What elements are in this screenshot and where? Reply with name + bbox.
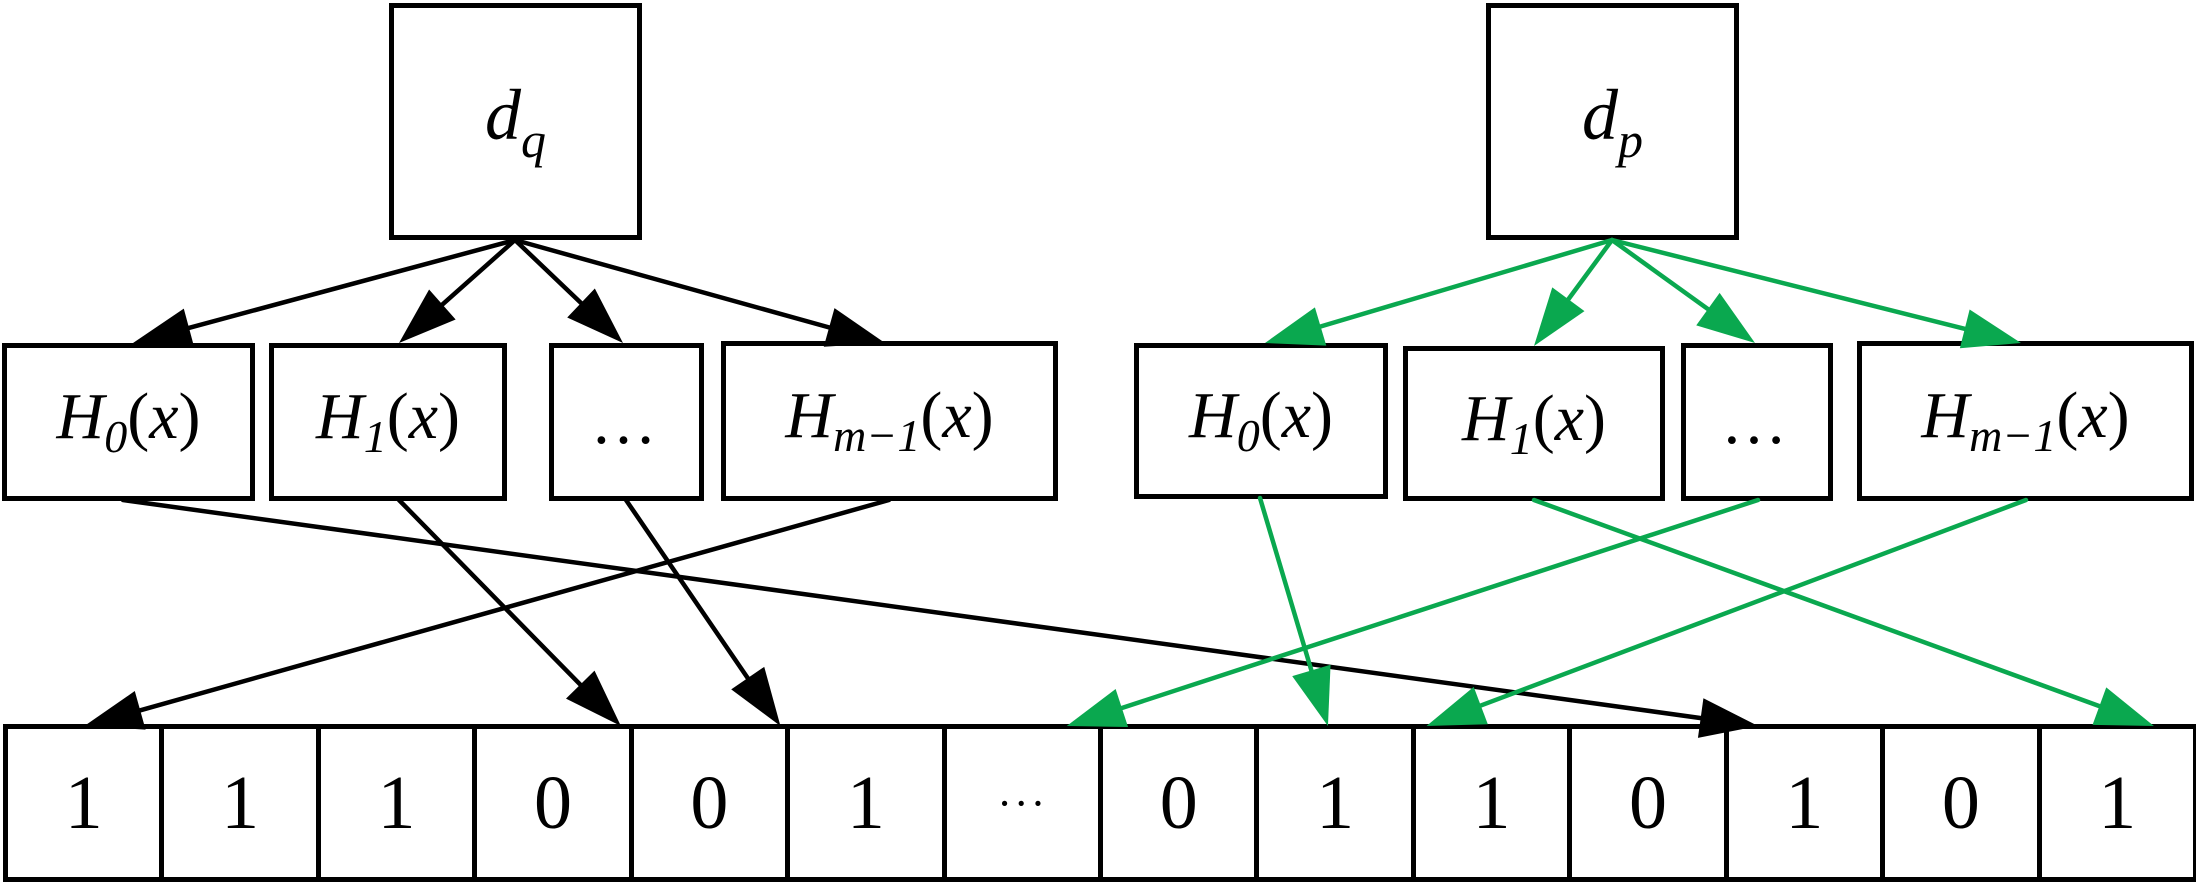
hash-box-q-h1: H1(x) [269,343,507,501]
arrow-q-hash-1-to-bit-3-arrowhead-icon [565,670,621,726]
arrow-q-hash-0-to-bit-11 [120,497,1759,738]
source-label-dp: dp [1582,74,1643,168]
bit-cell-2: 1 [315,724,478,882]
bit-cell-3: 0 [472,724,634,882]
bit-cell-0: 1 [3,724,165,882]
arrow-p-hash-1-to-bit-13-arrowhead-icon [2092,687,2154,726]
arrow-p-hash-0-to-bit-8-arrowhead-icon [1292,664,1331,726]
arrow-q-hash-3-to-bit-0 [84,497,892,730]
arrow-q-hash-2-to-bit-4 [623,497,781,726]
bit-cell-6: ··· [941,724,1103,882]
arrow-p-source-to-hash-2-arrowhead-icon [1696,292,1755,343]
arrow-p-source-to-hash-3 [1609,237,2021,349]
source-box-dp: dp [1486,3,1739,240]
bit-cell-9: 1 [1410,724,1573,882]
arrow-q-source-to-hash-1-arrowhead-icon [399,289,456,343]
bit-cell-7: 0 [1098,724,1260,882]
arrow-p-source-to-hash-2 [1609,237,1755,343]
arrow-p-hash-0-to-bit-8 [1257,495,1331,726]
arrow-q-hash-2-to-bit-4-arrowhead-icon [731,666,781,726]
bit-cell-12: 0 [1880,724,2042,882]
arrow-q-source-to-hash-2 [512,237,623,343]
bit-cell-11: 1 [1723,724,1886,882]
arrow-p-source-to-hash-1-arrowhead-icon [1534,287,1585,346]
arrow-p-source-to-hash-0-arrowhead-icon [1265,307,1327,346]
arrow-q-source-to-hash-1 [399,237,518,343]
arrow-q-source-to-hash-0-arrowhead-icon [133,308,195,348]
arrow-p-hash-3-to-bit-9-arrowhead-icon [1426,686,1488,726]
arrow-p-source-to-hash-0 [1265,237,1615,346]
arrow-q-source-to-hash-3 [512,237,885,347]
bit-cell-4: 0 [628,724,791,882]
arrow-p-hash-1-to-bit-13 [1531,497,2154,726]
hash-box-q-hm1: Hm−1(x) [721,341,1058,501]
arrow-p-hash-3-to-bit-9 [1426,497,2029,726]
hash-box-p-h0: H0(x) [1134,343,1388,499]
arrow-q-hash-1-to-bit-3 [396,497,621,726]
bit-cell-10: 0 [1567,724,1729,882]
arrow-q-source-to-hash-2-arrowhead-icon [567,288,623,343]
bit-cell-8: 1 [1254,724,1416,882]
hash-box-p-h1: H1(x) [1403,346,1665,501]
arrow-p-source-to-hash-1 [1534,237,1615,346]
bit-cell-5: 1 [785,724,947,882]
arrow-q-source-to-hash-0 [133,237,518,348]
bit-cell-1: 1 [159,724,321,882]
arrow-p-hash-2-to-bit-6-arrowhead-icon [1066,688,1129,727]
arrow-p-hash-2-to-bit-6 [1066,497,1761,727]
hash-box-p-hm1: Hm−1(x) [1857,341,2194,501]
hash-box-p-ellipsis: … [1681,343,1833,501]
source-label-dq: dq [485,74,546,168]
source-box-dq: dq [389,3,642,240]
hash-box-q-ellipsis: … [549,343,704,501]
bit-cell-13: 1 [2036,724,2196,882]
hash-box-q-h0: H0(x) [2,343,255,501]
